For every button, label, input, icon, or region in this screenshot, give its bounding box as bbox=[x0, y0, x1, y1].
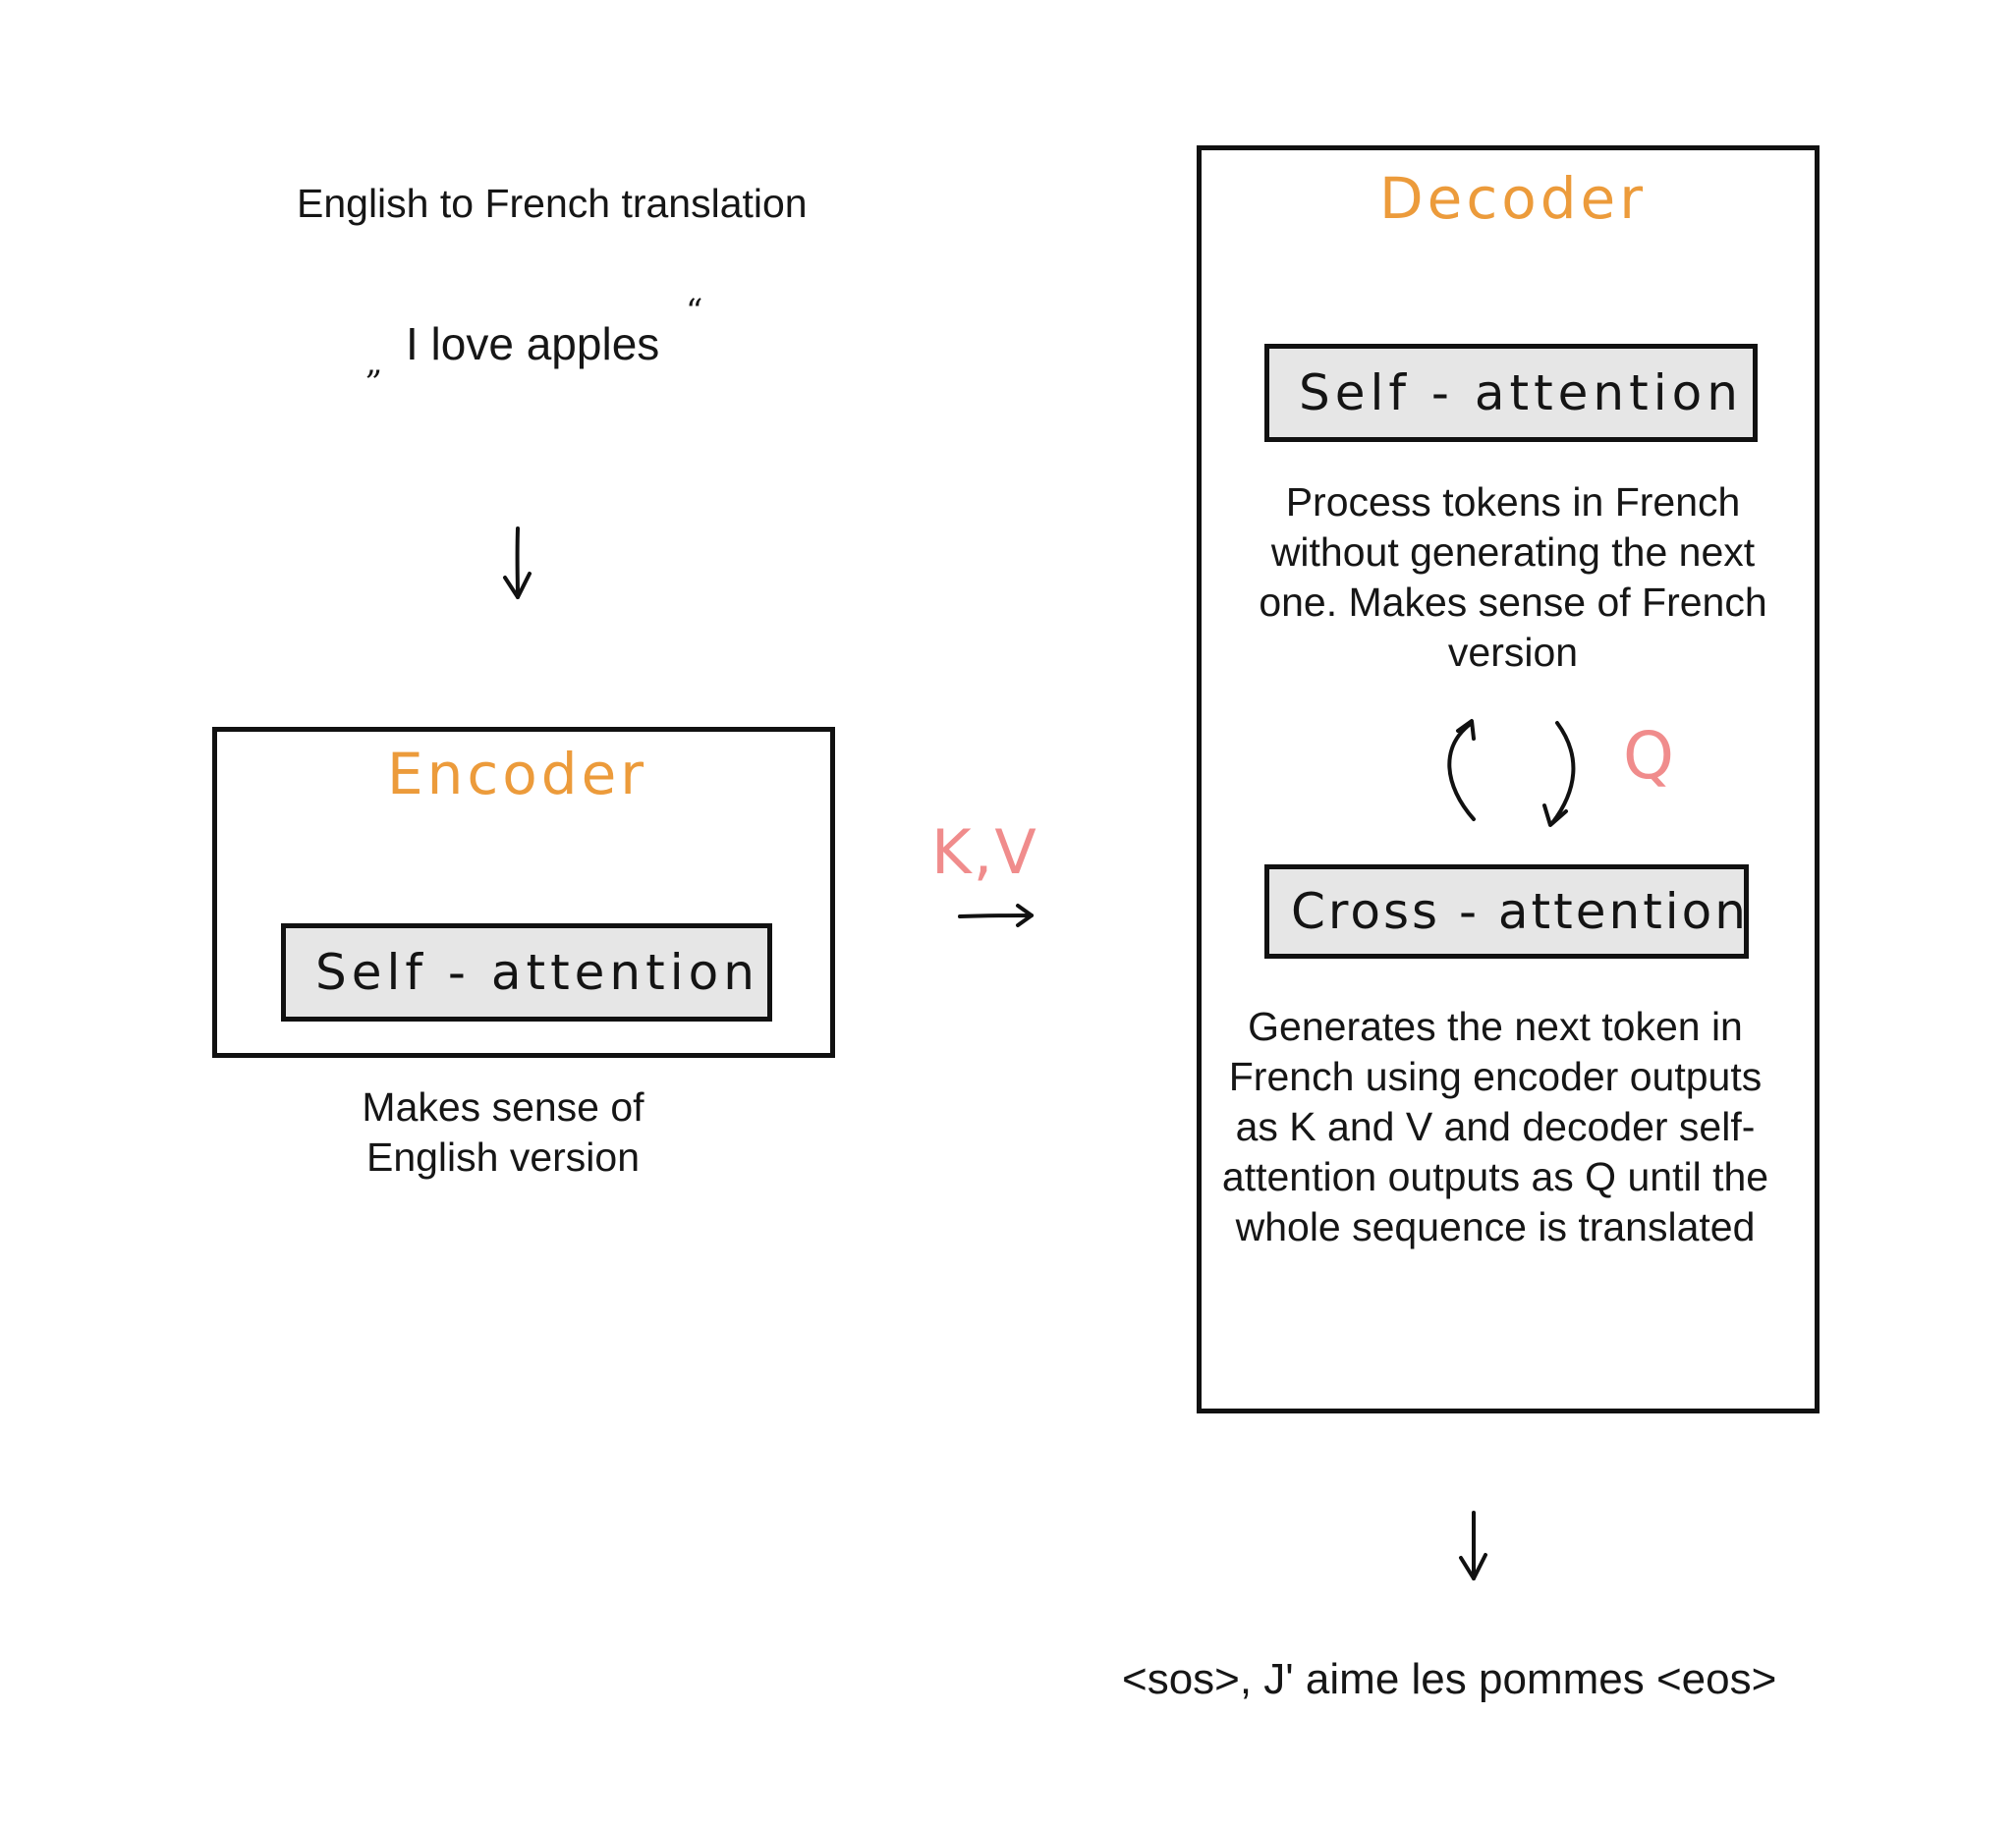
decoder-title: Decoder bbox=[1379, 165, 1648, 232]
kv-label: K,V bbox=[931, 816, 1038, 888]
decoder-cross-attention-label: Cross - attention bbox=[1291, 883, 1749, 940]
diagram-heading: English to French translation bbox=[297, 181, 808, 226]
input-open-quote: „ bbox=[365, 343, 383, 382]
output-sentence: <sos>, J' aime les pommes <eos> bbox=[1122, 1655, 1777, 1703]
decoder-self-attention-label: Self - attention bbox=[1299, 364, 1743, 421]
decoder-cross-attention-block: Cross - attention bbox=[1264, 864, 1749, 959]
decoder-cross-attention-description: Generates the next token in French using… bbox=[1221, 1004, 1769, 1249]
decoder-self-attention-block: Self - attention bbox=[1264, 344, 1758, 442]
input-sentence: I love apples bbox=[406, 318, 660, 369]
encoder-caption: Makes sense of English version bbox=[295, 1082, 711, 1183]
decoder-self-attention-description: Process tokens in French without generat… bbox=[1259, 479, 1767, 675]
encoder-self-attention-block: Self - attention bbox=[281, 923, 772, 1022]
encoder-to-decoder-arrow bbox=[958, 904, 1034, 927]
decoder-to-output-arrow bbox=[1459, 1511, 1487, 1580]
encoder-caption-line-2: English version bbox=[365, 1134, 641, 1180]
input-to-encoder-arrow bbox=[503, 526, 532, 599]
encoder-title: Encoder bbox=[387, 741, 648, 807]
encoder-self-attention-label: Self - attention bbox=[315, 944, 759, 1001]
input-close-quote: “ bbox=[686, 292, 703, 331]
encoder-caption-line-1: Makes sense of bbox=[362, 1084, 644, 1130]
q-label: Q bbox=[1623, 718, 1674, 794]
